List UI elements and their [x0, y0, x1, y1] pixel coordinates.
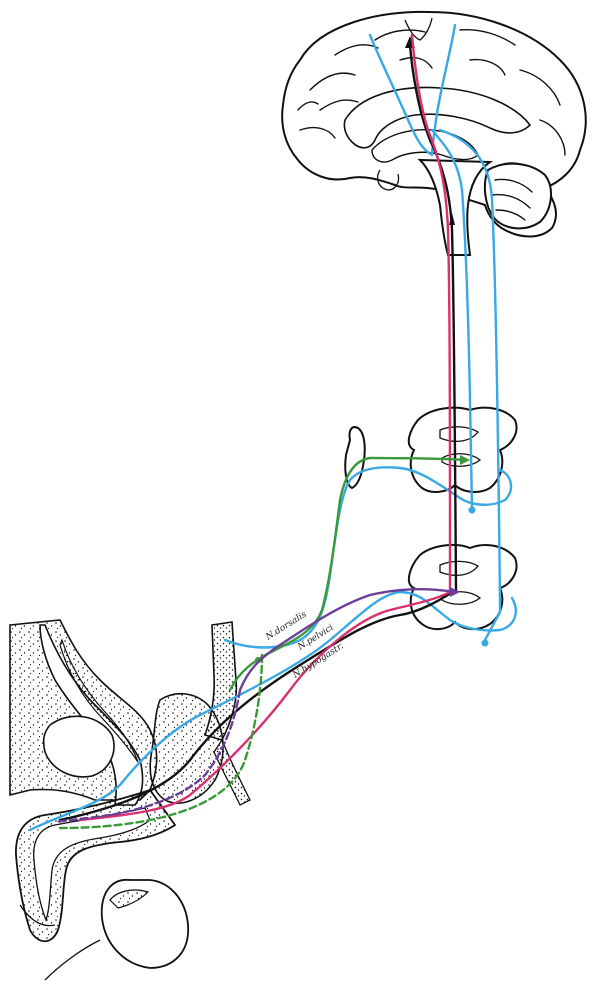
testis [44, 879, 189, 981]
purple-pathway [53, 587, 460, 824]
sympathetic-ganglion [344, 426, 366, 490]
green-pathway [58, 455, 470, 830]
brain-drawing [281, 10, 587, 256]
spinal-segment-upper [407, 406, 518, 493]
penis [15, 788, 177, 943]
red-pathway [78, 33, 452, 822]
pelvis-cross-section [9, 619, 251, 806]
blue-pathways [28, 23, 517, 832]
